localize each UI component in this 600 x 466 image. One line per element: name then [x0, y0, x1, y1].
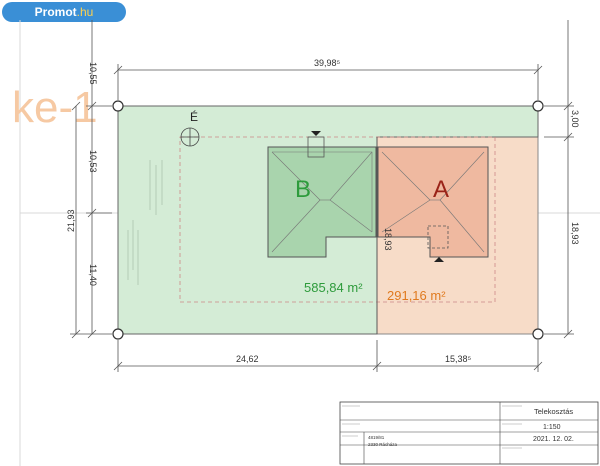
dim-right-total: 18,93	[570, 222, 580, 245]
watermark-brand: Promot	[34, 5, 77, 19]
dim-left-middle: 10,53	[88, 150, 98, 173]
dim-bottom-left: 24,62	[236, 354, 259, 364]
building-b	[267, 131, 377, 258]
side-label: ke-1	[12, 83, 98, 132]
dim-inner-split: 18,93	[383, 228, 393, 251]
dim-left-top: 10,55	[88, 62, 98, 85]
corner-marker-bl	[112, 328, 124, 340]
corner-marker-tr	[532, 100, 544, 112]
building-a	[377, 146, 489, 262]
lot-b-area-label: 585,84 m²	[304, 280, 363, 295]
dim-line-right	[544, 20, 574, 339]
dim-left-bottom: 11,40	[88, 264, 98, 286]
promot-watermark[interactable]: Promot.hu	[2, 2, 126, 22]
setback-line	[179, 136, 496, 303]
title-scale: 1:150	[543, 424, 561, 431]
corner-marker-tl	[112, 100, 124, 112]
dim-line-left	[70, 20, 112, 339]
lot-b-letter: B	[295, 176, 311, 203]
legend-notes	[127, 160, 163, 285]
title-date: 2021. 12. 02.	[533, 436, 574, 443]
dim-line-top	[113, 64, 543, 100]
dim-top-total: 39,98⁵	[314, 58, 341, 68]
north-arrow-icon	[180, 127, 200, 147]
dim-left-total: 21,93	[66, 209, 76, 232]
dim-line-bottom	[113, 340, 543, 372]
title-block	[339, 401, 599, 465]
dim-right-top: 3,00	[570, 110, 580, 128]
title-parcel: 4819/81	[368, 435, 385, 440]
title-city: 2330 Rácháza	[368, 442, 398, 447]
north-label: É	[190, 109, 198, 124]
corner-marker-br	[532, 328, 544, 340]
title-name: Telekosztás	[534, 407, 573, 416]
lot-a-letter: A	[433, 176, 449, 203]
lot-a-area-label: 291,16 m²	[387, 288, 446, 303]
watermark-suffix: .hu	[76, 5, 94, 19]
dim-bottom-right: 15,38⁵	[445, 354, 472, 364]
